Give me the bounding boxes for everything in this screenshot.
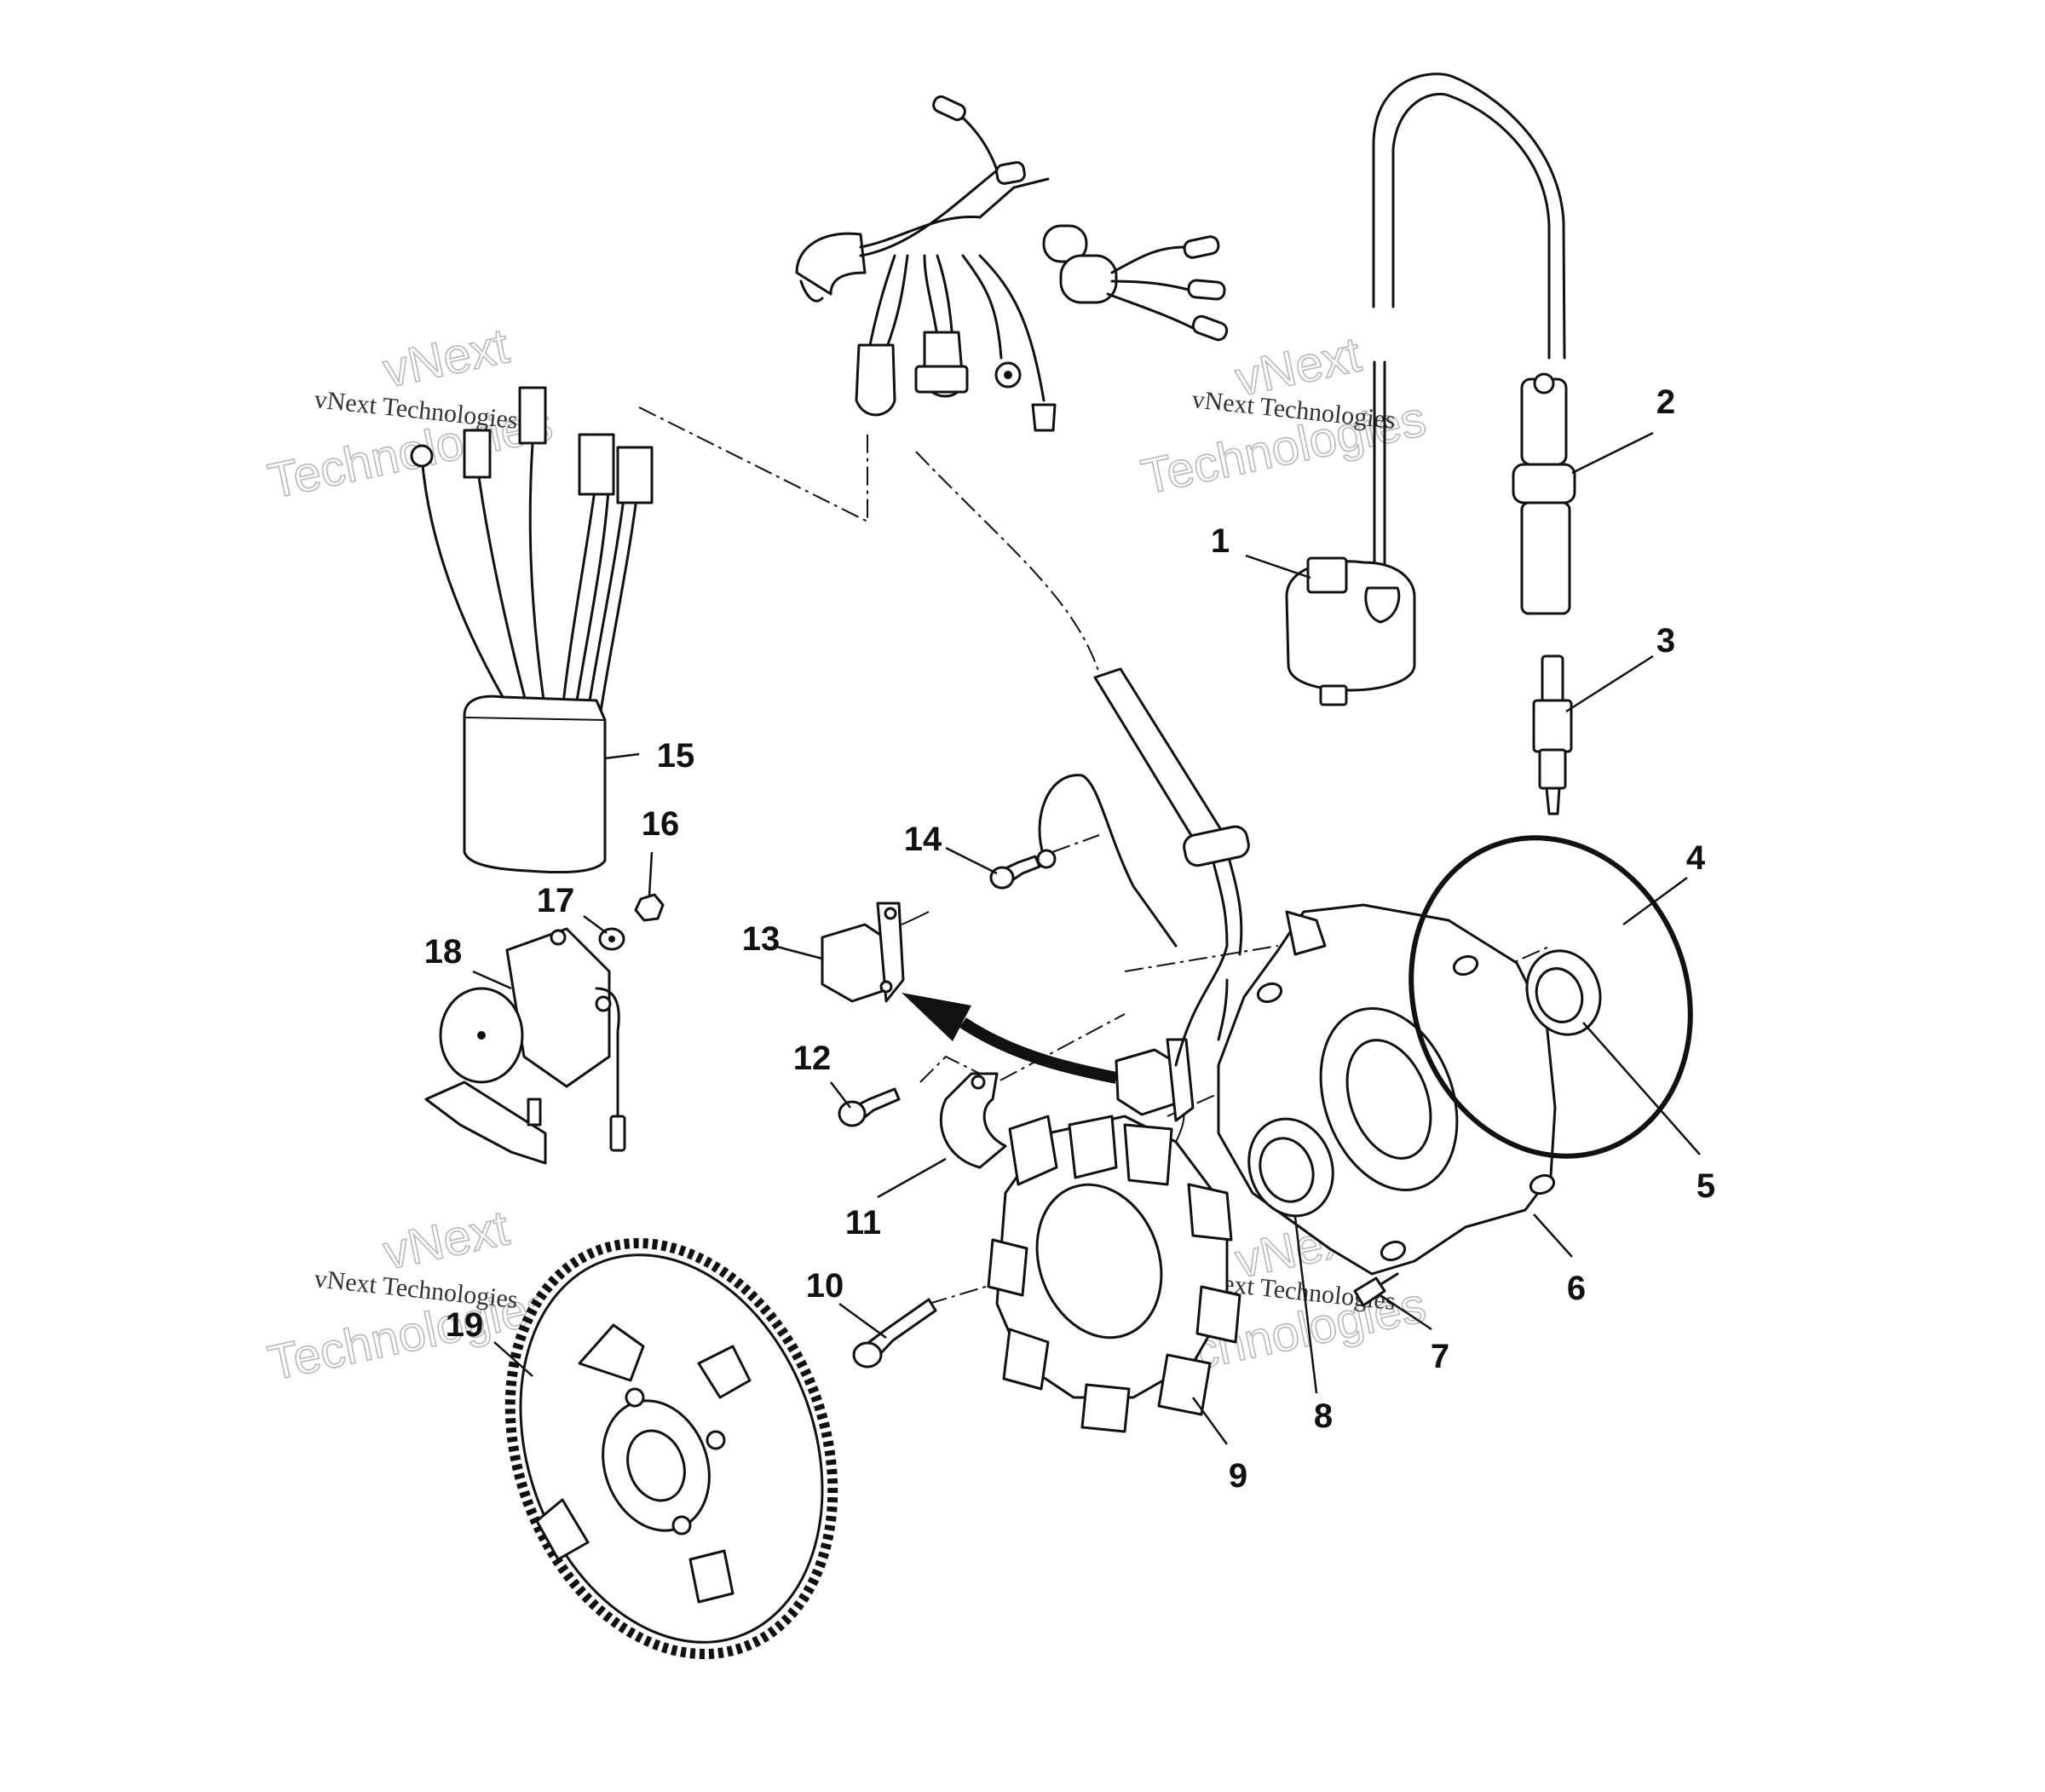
clamp-body	[939, 1072, 1007, 1169]
pulser-in-place	[1115, 1038, 1195, 1122]
watermark-top-right: vNext Technologies vNext Technologies	[1136, 326, 1431, 506]
harness-connection-line	[638, 406, 868, 523]
oil-seal-inner	[1247, 1117, 1334, 1218]
direction-arrow	[902, 993, 1118, 1084]
callout-16: 16	[642, 805, 680, 843]
pulser-coil-assy	[821, 902, 930, 1003]
connector	[578, 433, 615, 496]
clamp-screw-line	[919, 1013, 1126, 1084]
pulser-coil	[1123, 1123, 1173, 1186]
watermark-brand: vNext	[378, 1200, 514, 1280]
stator-bore	[1035, 1183, 1163, 1340]
callout-3: 3	[1656, 622, 1675, 660]
stator-harness	[1093, 667, 1250, 1067]
callout-6: 6	[1567, 1270, 1586, 1307]
hex-nut	[634, 893, 665, 922]
callout-8: 8	[1314, 1397, 1333, 1435]
wire-harness	[795, 95, 1229, 432]
connector	[616, 446, 654, 504]
watermark-top-left: vNext Technologies vNext Technologies	[262, 318, 557, 510]
stator-screw	[852, 1298, 937, 1368]
ignition-coil	[1285, 360, 1416, 706]
wire-clamp	[939, 1072, 1007, 1169]
callout-11: 11	[845, 1204, 881, 1242]
callout-10: 10	[806, 1267, 844, 1305]
stator-plate	[1217, 903, 1557, 1276]
coil-body	[1285, 560, 1416, 692]
flywheel	[504, 1237, 838, 1660]
callout-13: 13	[742, 920, 781, 958]
oil-seal-outer	[1525, 949, 1602, 1036]
harness-sleeve	[795, 232, 867, 296]
spade-terminal	[463, 429, 492, 479]
callout-5: 5	[1696, 1167, 1715, 1205]
cap-lower	[1520, 501, 1571, 615]
callout-15: 15	[657, 737, 695, 775]
watermark-brand: vNext	[378, 318, 514, 398]
solenoid-bracket	[424, 1080, 547, 1165]
callout-12: 12	[793, 1040, 832, 1077]
starter-solenoid	[424, 927, 626, 1165]
callout-numbers: 1 2 3 4 5 6 7 8 9 10 11 12 13 14 15 16 1…	[424, 383, 1715, 1495]
callout-2: 2	[1656, 383, 1675, 421]
ground-screw-line	[1051, 834, 1100, 853]
ground-screw	[989, 855, 1041, 890]
spade-terminal	[518, 386, 547, 445]
callout-1: 1	[1211, 522, 1230, 560]
ground-lead	[1036, 774, 1178, 948]
spark-plug-lead	[1372, 72, 1566, 360]
coil-boot	[1364, 586, 1401, 624]
cdi-box	[463, 694, 607, 874]
callout-19: 19	[446, 1306, 484, 1344]
spark-plug-cap	[1512, 372, 1576, 615]
spark-plug	[1532, 654, 1573, 815]
ring-terminal	[410, 444, 434, 468]
callout-14: 14	[904, 821, 942, 858]
ferrite-core	[1059, 254, 1118, 304]
plate-screw	[1353, 1272, 1399, 1307]
callout-17: 17	[537, 882, 575, 919]
stator	[987, 1082, 1241, 1433]
coil-terminal	[1306, 556, 1348, 594]
harness-route-line	[915, 451, 1100, 674]
cdi-module	[410, 386, 654, 874]
solenoid-block	[505, 927, 611, 1088]
callout-9: 9	[1229, 1457, 1247, 1495]
callout-7: 7	[1431, 1338, 1449, 1375]
clamp-screw	[838, 1087, 901, 1127]
callout-4: 4	[1686, 839, 1706, 877]
o-ring	[1408, 835, 1693, 1159]
harness-grommet	[1093, 667, 1229, 854]
spade-terminal	[1031, 403, 1057, 432]
harness-connector	[855, 343, 896, 417]
pulser-line	[1124, 945, 1279, 972]
callout-18: 18	[424, 933, 463, 971]
leader-lines	[472, 431, 1701, 1445]
